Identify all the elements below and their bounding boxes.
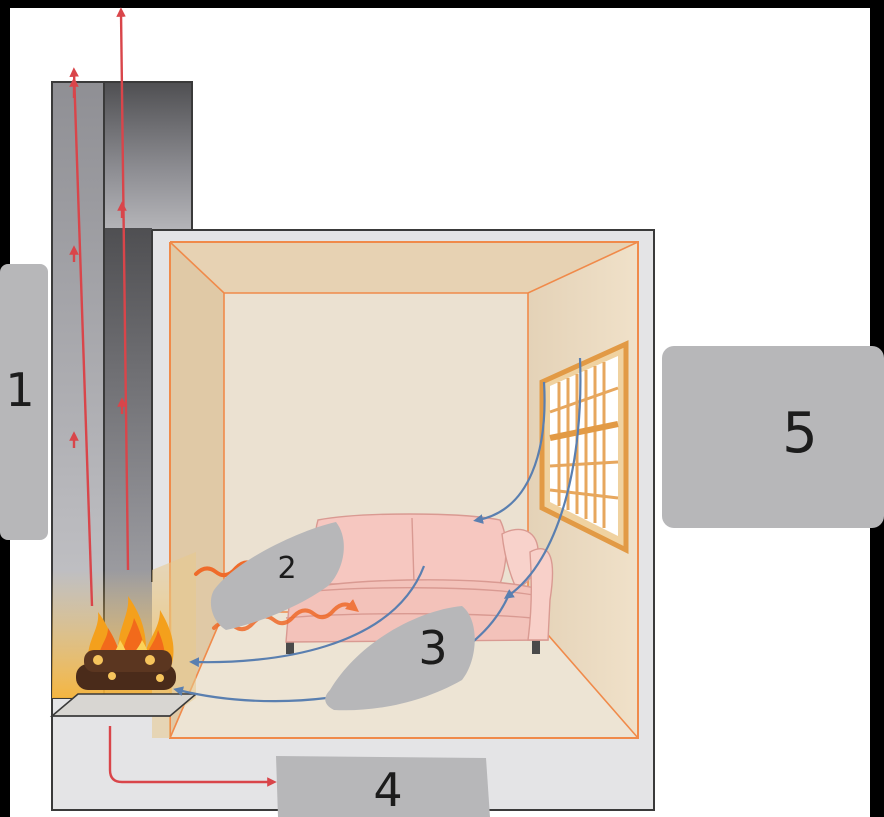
hearth: [49, 693, 199, 717]
room-ceiling: [170, 242, 638, 293]
label-2: 2: [210, 522, 344, 630]
label-2-text: 2: [277, 551, 296, 586]
label-5-text: 5: [782, 401, 818, 466]
label-4: 4: [276, 756, 490, 817]
label-1: 1: [0, 264, 48, 540]
label-5: 5: [662, 346, 884, 528]
label-3: 3: [325, 606, 475, 711]
chimney-hot-air-arrows: [69, 7, 130, 607]
label-1-text: 1: [5, 363, 34, 417]
sofa: [285, 513, 554, 654]
underfloor-air-arrow: [108, 726, 277, 787]
fire-logs: [76, 650, 176, 690]
label-3-text: 3: [418, 621, 447, 675]
label-4-text: 4: [373, 763, 402, 817]
